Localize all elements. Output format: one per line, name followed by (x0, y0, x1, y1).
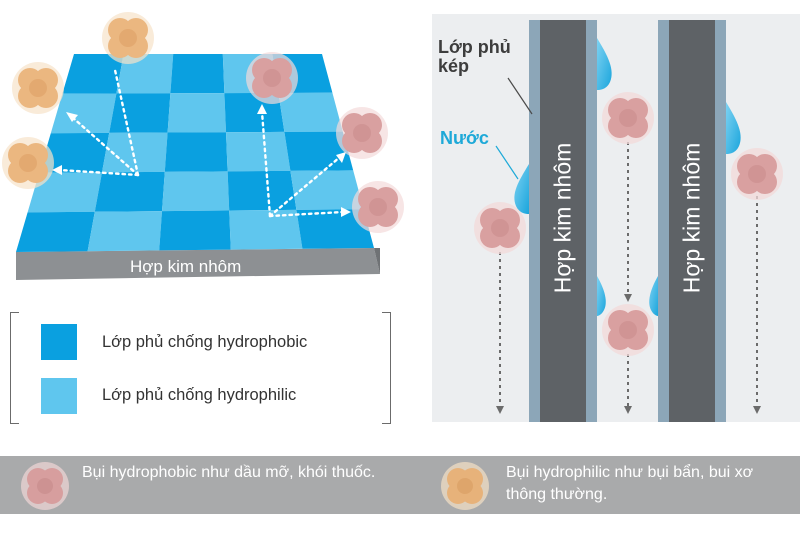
hydrophilic-dust-particle (12, 62, 64, 114)
hydrophobic-dust-text: Bụi hydrophobic như dầu mỡ, khói thuốc. (82, 464, 376, 481)
checker-tile (27, 172, 103, 213)
hydrophobic-dust-icon (21, 462, 69, 510)
plate-label-right: Hợp kim nhôm (678, 142, 705, 294)
hydrophobic-dust-particle (336, 107, 388, 159)
double-coating-label-line1: Lớp phủ (438, 37, 511, 57)
checker-tile (226, 131, 291, 172)
hydrophilic-dust-icon (441, 462, 489, 510)
coating-layer-left (529, 20, 540, 422)
checker-tile (159, 210, 231, 251)
plate-label-left: Hợp kim nhôm (549, 142, 576, 294)
hydrophobic-dust-particle (474, 202, 526, 254)
checker-tile (87, 211, 162, 252)
checker-tile (16, 211, 95, 252)
aluminum-base (16, 248, 380, 280)
checkerboard-coating (16, 54, 374, 252)
dust-legend-band: Bụi hydrophobic như dầu mỡ, khói thuốc. … (0, 456, 800, 514)
hydrophobic-dust-particle (246, 52, 298, 104)
checker-tile (170, 54, 225, 94)
coating-layer-right (715, 20, 726, 422)
aluminum-base-label: Hợp kim nhôm (130, 257, 242, 276)
hydrophobic-swatch (41, 324, 77, 360)
checker-tile (290, 170, 364, 210)
checker-tile (278, 92, 343, 132)
aluminum-plate-left (540, 20, 586, 422)
legend-bracket-left (10, 312, 19, 424)
hydrophilic-dust-particle (102, 12, 154, 64)
hydrophobic-dust-particle (602, 92, 654, 144)
hydrophilic-swatch (41, 378, 77, 414)
hydrophilic-legend-label: Lớp phủ chống hydrophilic (102, 386, 297, 404)
hydrophilic-dust-text: Bụi hydrophilic như bụi bẩn, bui xơ thôn… (506, 464, 754, 503)
checker-tile (162, 171, 230, 212)
checker-tile (227, 170, 297, 211)
double-coating-label: Lớp phủ kép (438, 38, 511, 76)
checker-tile (296, 209, 374, 249)
checker-tile (167, 93, 226, 133)
water-droplets (514, 38, 741, 316)
hydrophobic-dust-particle (602, 304, 654, 356)
double-coating-diagram: Lớp phủ kép Nước Hợp kim nhôm Hợp kim nh… (432, 14, 800, 422)
coating-layer-left (658, 20, 669, 422)
checker-tile (39, 132, 110, 173)
checker-tile (164, 132, 228, 172)
checkerboard-coating-diagram (2, 12, 404, 280)
double-coating-label-line2: kép (438, 56, 470, 76)
checker-tile (109, 93, 171, 133)
checker-tile (50, 93, 117, 134)
checker-tile (102, 132, 168, 173)
checker-tile (229, 209, 303, 250)
hydrophobic-dust-particle (731, 148, 783, 200)
checker-tile (62, 54, 124, 94)
hydrophobic-legend-label: Lớp phủ chống hydrophobic (102, 333, 308, 351)
legend-bracket-right (382, 312, 391, 424)
coating-layer-right (586, 20, 597, 422)
hydrophilic-dust-particle (2, 137, 54, 189)
aluminum-plate-right (669, 20, 715, 422)
hydrophobic-dust-particle (352, 181, 404, 233)
water-label: Nước (440, 128, 489, 148)
checker-tile (94, 171, 165, 212)
